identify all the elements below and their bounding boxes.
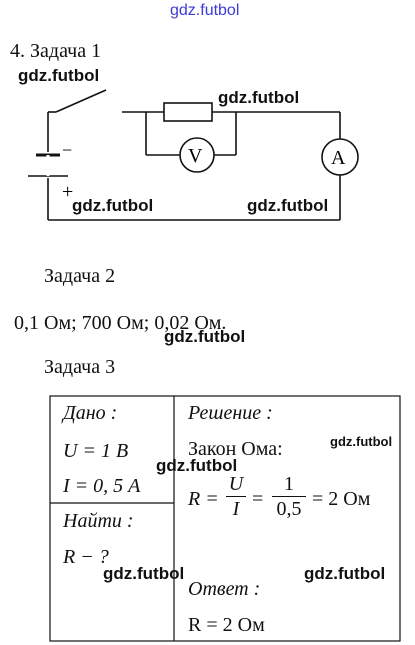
- fraction-values: 1 0,5: [272, 473, 306, 520]
- given-current: I = 0, 5 А: [63, 475, 141, 497]
- given-voltage: U = 1 В: [63, 440, 129, 462]
- watermark-top-link[interactable]: gdz.futbol: [170, 2, 240, 19]
- voltmeter-letter: V: [188, 145, 203, 167]
- watermark: gdz.futbol: [218, 88, 300, 107]
- formula-equals: =: [252, 488, 264, 510]
- watermark: gdz.futbol: [247, 196, 329, 215]
- formula-lhs: R =: [188, 488, 219, 510]
- watermark: gdz.futbol: [304, 564, 386, 583]
- task1-heading: 4. Задача 1: [10, 40, 102, 62]
- fraction-denominator: 0,5: [276, 498, 302, 520]
- fraction-numerator: 1: [284, 473, 294, 495]
- fraction-u-over-i: U I: [226, 473, 246, 520]
- ohm-law-label: Закон Ома:: [188, 438, 283, 460]
- plus-sign: +: [62, 181, 73, 203]
- minus-sign: −: [62, 140, 72, 160]
- watermark: gdz.futbol: [72, 196, 154, 215]
- watermark: gdz.futbol: [330, 434, 393, 449]
- watermark: gdz.futbol: [156, 456, 238, 475]
- fraction-denominator: I: [232, 498, 240, 520]
- formula-result: = 2 Ом: [312, 488, 371, 510]
- find-label: Найти :: [63, 510, 134, 532]
- fraction-numerator: U: [228, 473, 244, 495]
- task2-heading: Задача 2: [44, 265, 116, 287]
- ammeter-symbol: [321, 138, 359, 176]
- task3-heading: Задача 3: [44, 356, 116, 378]
- find-resistance: R − ?: [63, 546, 109, 568]
- voltmeter-symbol: [179, 137, 215, 173]
- ammeter-letter: A: [331, 147, 346, 169]
- given-label: Дано :: [63, 402, 118, 424]
- solution-label: Решение :: [188, 402, 273, 424]
- answer-value: R = 2 Ом: [188, 614, 265, 636]
- resistor-symbol: [163, 102, 213, 122]
- watermark: gdz.futbol: [103, 564, 185, 583]
- switch-blade: [55, 89, 107, 113]
- circuit-diagram: V A − +: [28, 89, 359, 221]
- watermark: gdz.futbol: [18, 66, 100, 85]
- task2-answer: 0,1 Ом; 700 Ом; 0,02 Ом.: [14, 312, 227, 334]
- answer-label: Ответ :: [188, 578, 261, 600]
- watermark: gdz.futbol: [164, 327, 246, 346]
